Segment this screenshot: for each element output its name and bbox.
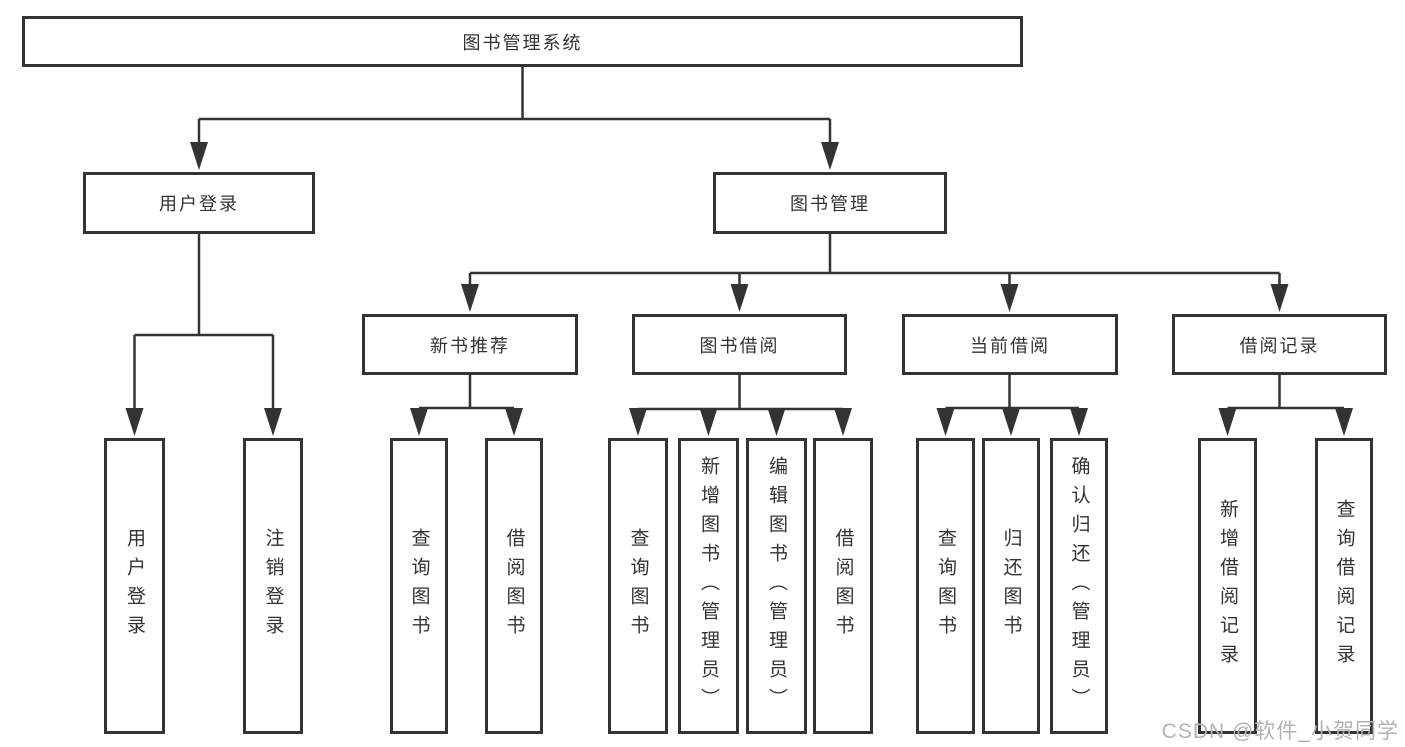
node-borrow-records: 借阅记录 xyxy=(1172,314,1387,375)
leaf-edit-books-admin: 编辑图书（管理员） xyxy=(746,438,807,734)
leaf-return-books: 归还图书 xyxy=(982,438,1040,734)
leaf-query-borrow-record: 查询借阅记录 xyxy=(1315,438,1373,734)
node-root-label: 图书管理系统 xyxy=(462,32,583,53)
node-new-book-recommend-label: 新书推荐 xyxy=(430,335,510,356)
node-book-management-label: 图书管理 xyxy=(790,194,870,214)
node-book-management: 图书管理 xyxy=(713,172,947,234)
node-borrow-records-label: 借阅记录 xyxy=(1239,335,1320,356)
node-book-borrow-label: 图书借阅 xyxy=(699,335,780,356)
leaf-confirm-return-admin: 确认归还（管理员） xyxy=(1050,438,1108,734)
node-root-system: 图书管理系统 xyxy=(22,16,1023,67)
leaf-borrow-query-books: 查询图书 xyxy=(608,438,668,734)
leaf-recommend-query-books: 查询图书 xyxy=(390,438,448,734)
leaf-recommend-borrow-books: 借阅图书 xyxy=(485,438,543,734)
node-user-login-label: 用户登录 xyxy=(159,194,239,214)
node-user-login: 用户登录 xyxy=(83,172,315,234)
node-current-borrow: 当前借阅 xyxy=(902,314,1118,375)
node-current-borrow-label: 当前借阅 xyxy=(970,335,1050,356)
leaf-add-borrow-record: 新增借阅记录 xyxy=(1198,438,1257,734)
leaf-add-books-admin: 新增图书（管理员） xyxy=(678,438,739,734)
node-book-borrow: 图书借阅 xyxy=(632,314,847,375)
csdn-watermark: CSDN @软件_小贺同学 xyxy=(1161,720,1399,743)
leaf-logout: 注销登录 xyxy=(243,438,303,734)
node-new-book-recommend: 新书推荐 xyxy=(362,314,578,375)
leaf-borrow-books: 借阅图书 xyxy=(813,438,873,734)
leaf-current-query-books: 查询图书 xyxy=(916,438,975,734)
leaf-user-login: 用户登录 xyxy=(104,438,165,734)
